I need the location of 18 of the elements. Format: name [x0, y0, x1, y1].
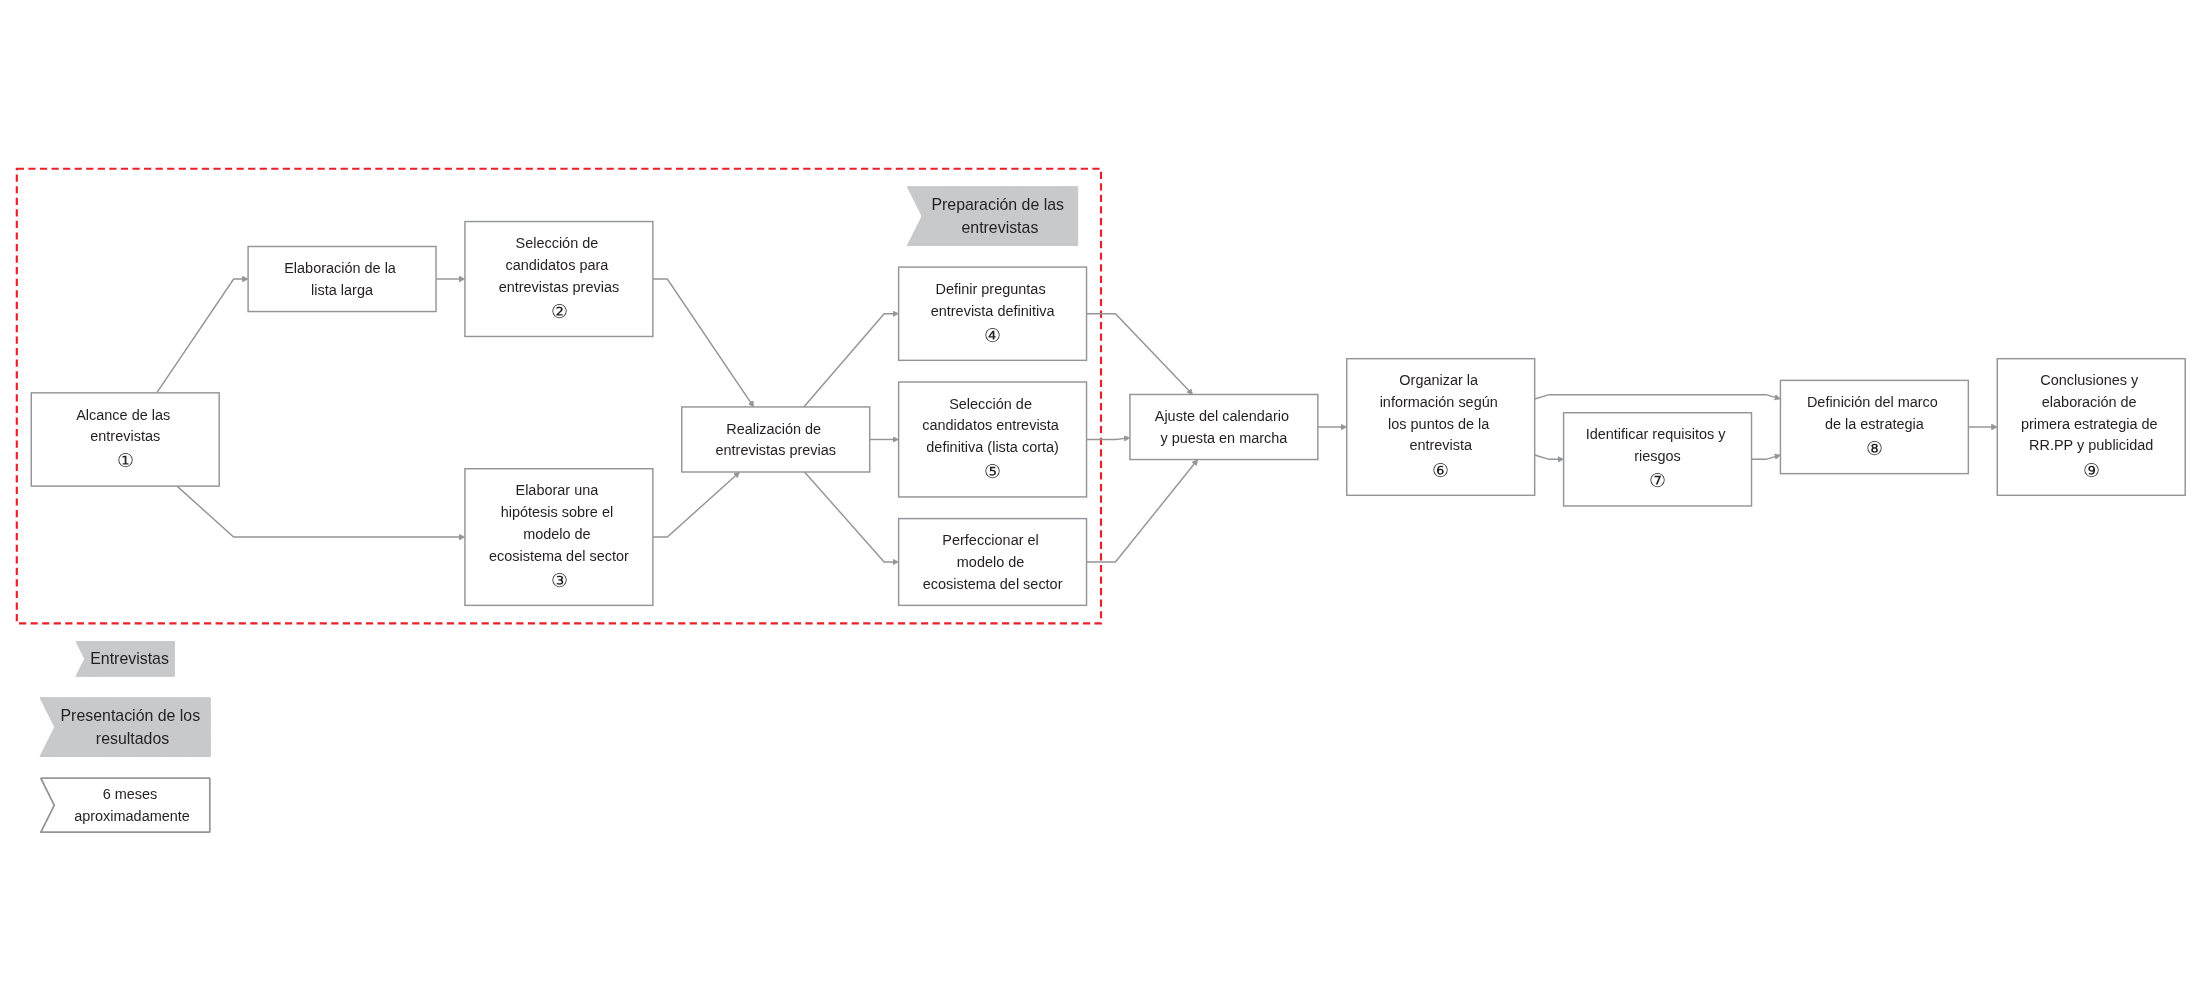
node-box: Elaborar una hipótesis sobre el modelo de ecosistema del sector ③	[463, 468, 654, 607]
node-box: Organizar la información según los puntos de la entrevista ⑥	[1345, 358, 1535, 497]
node-box: Perfeccionar el modelo de ecosistema del sector	[897, 518, 1087, 607]
cluster	[15, 168, 1102, 625]
arrow	[155, 276, 248, 395]
node-box: Realización de entrevistas previas	[680, 406, 870, 474]
node-box: Selección de candidatos entrevista definitiva (lista corta) ⑤	[897, 381, 1087, 499]
arrow	[803, 471, 899, 566]
node-box: Identificar requisitos y riesgos ⑦	[1562, 412, 1752, 508]
node-box: Selección de candidatos para entrevistas previas ②	[463, 221, 654, 338]
node-box: Definición del marco de la estrategia ⑧	[1779, 380, 1969, 475]
node-box: Definir preguntas entrevista definitiva ④	[897, 266, 1087, 362]
node-box: Conclusiones y elaboración de primera estrategia de RR.PP y publicidad ⑨	[1996, 358, 2186, 497]
node-box: Ajuste del calendario y puesta en marcha	[1128, 394, 1319, 461]
arrow	[802, 311, 899, 409]
node-box: Elaboración de la lista larga	[246, 246, 437, 313]
arrow	[175, 485, 465, 541]
node-box: Alcance de las entrevistas ①	[30, 392, 220, 488]
